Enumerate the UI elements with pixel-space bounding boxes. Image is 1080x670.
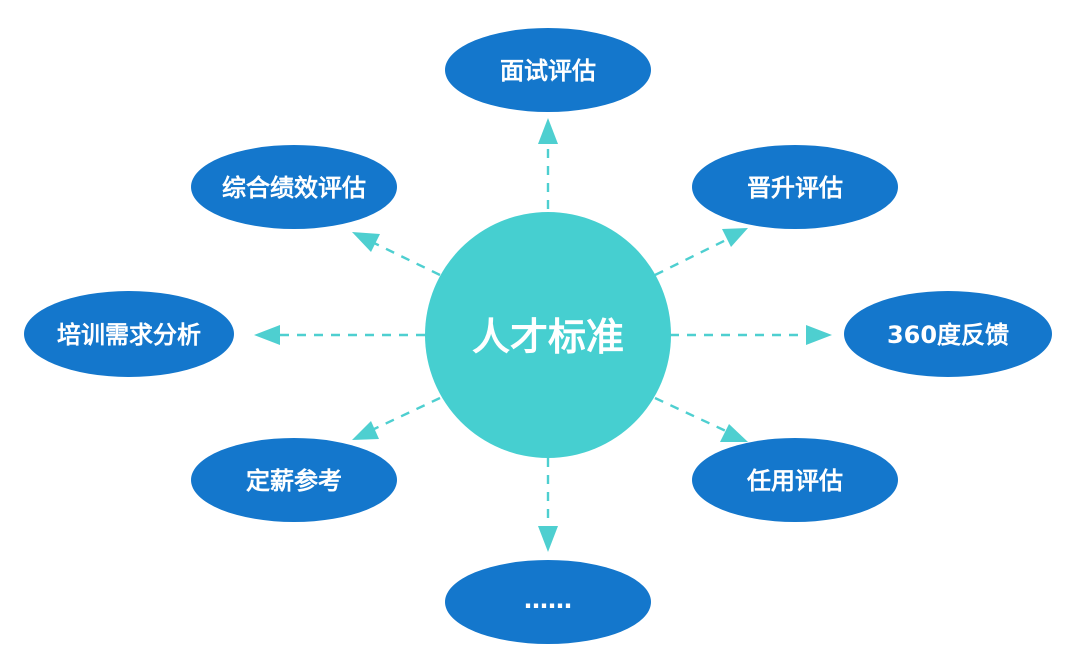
arrowhead-more (538, 526, 558, 552)
connector-performance (373, 241, 441, 277)
node-training-label: 培训需求分析 (57, 321, 201, 349)
node-feedback360-label: 360度反馈 (887, 321, 1009, 349)
node-salary: 定薪参考 (191, 438, 397, 522)
node-salary-label: 定薪参考 (246, 467, 342, 495)
connector-appointment (654, 396, 729, 434)
center-circle (425, 212, 671, 458)
arrowhead-salary (352, 421, 379, 440)
connector-salary (371, 396, 441, 432)
node-training-ellipse (24, 291, 234, 377)
node-more-label: …… (524, 586, 572, 614)
node-promotion-ellipse (692, 145, 898, 229)
node-interview-label: 面试评估 (500, 57, 596, 85)
node-performance: 综合绩效评估 (191, 145, 397, 229)
node-salary-ellipse (191, 438, 397, 522)
arrowhead-training (254, 325, 280, 345)
node-interview-ellipse (445, 28, 651, 112)
node-training: 培训需求分析 (24, 291, 234, 377)
node-feedback360: 360度反馈 (844, 291, 1052, 377)
arrowhead-feedback360 (806, 325, 832, 345)
node-more-ellipse (445, 560, 651, 644)
connectors (254, 118, 832, 552)
node-appointment: 任用评估 (692, 438, 898, 522)
arrowhead-promotion (722, 228, 748, 247)
arrowhead-performance (352, 232, 380, 252)
connector-promotion (654, 236, 731, 277)
node-interview: 面试评估 (445, 28, 651, 112)
node-feedback360-ellipse (844, 291, 1052, 377)
node-appointment-label: 任用评估 (746, 467, 843, 495)
center-node: 人才标准 (425, 212, 671, 458)
arrowhead-interview (538, 118, 558, 144)
arrowhead-appointment (720, 424, 748, 442)
node-appointment-ellipse (692, 438, 898, 522)
node-promotion: 晋升评估 (692, 145, 898, 229)
node-more: …… (445, 560, 651, 644)
node-performance-ellipse (191, 145, 397, 229)
center-label: 人才标准 (472, 315, 624, 359)
node-promotion-label: 晋升评估 (747, 174, 843, 202)
node-performance-label: 综合绩效评估 (222, 174, 366, 202)
